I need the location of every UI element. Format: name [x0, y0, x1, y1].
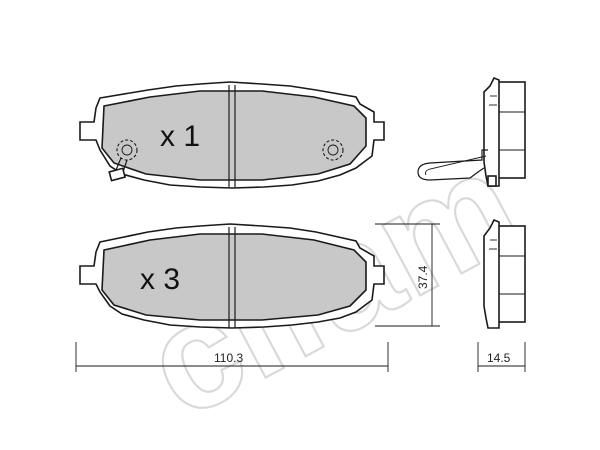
top-pad-friction-material	[101, 90, 367, 181]
wear-sensor-icon	[108, 157, 128, 182]
bottom-pad-friction-material	[101, 233, 367, 321]
thickness-label: 14.5	[487, 351, 511, 365]
top-side-friction	[496, 81, 526, 179]
bottom-side-backing-plate	[483, 218, 500, 329]
height-label: 37.4	[416, 265, 430, 289]
top-pad-side-view	[417, 76, 526, 187]
top-pad: x 1	[79, 81, 385, 189]
spring-clip-icon	[417, 149, 488, 181]
bottom-pad: x 3	[79, 223, 385, 329]
dimension-width: 110.3	[75, 342, 389, 372]
dimension-height: 37.4	[375, 223, 440, 327]
top-pad-quantity: x 1	[160, 120, 200, 153]
bottom-side-friction	[496, 225, 526, 323]
dimension-thickness: 14.5	[477, 342, 526, 372]
top-side-backing-plate	[483, 76, 500, 187]
width-label: 110.3	[214, 351, 243, 365]
bottom-pad-side-view	[483, 218, 526, 329]
bottom-pad-quantity: x 3	[140, 263, 180, 296]
top-pad-right-hole	[322, 139, 344, 161]
